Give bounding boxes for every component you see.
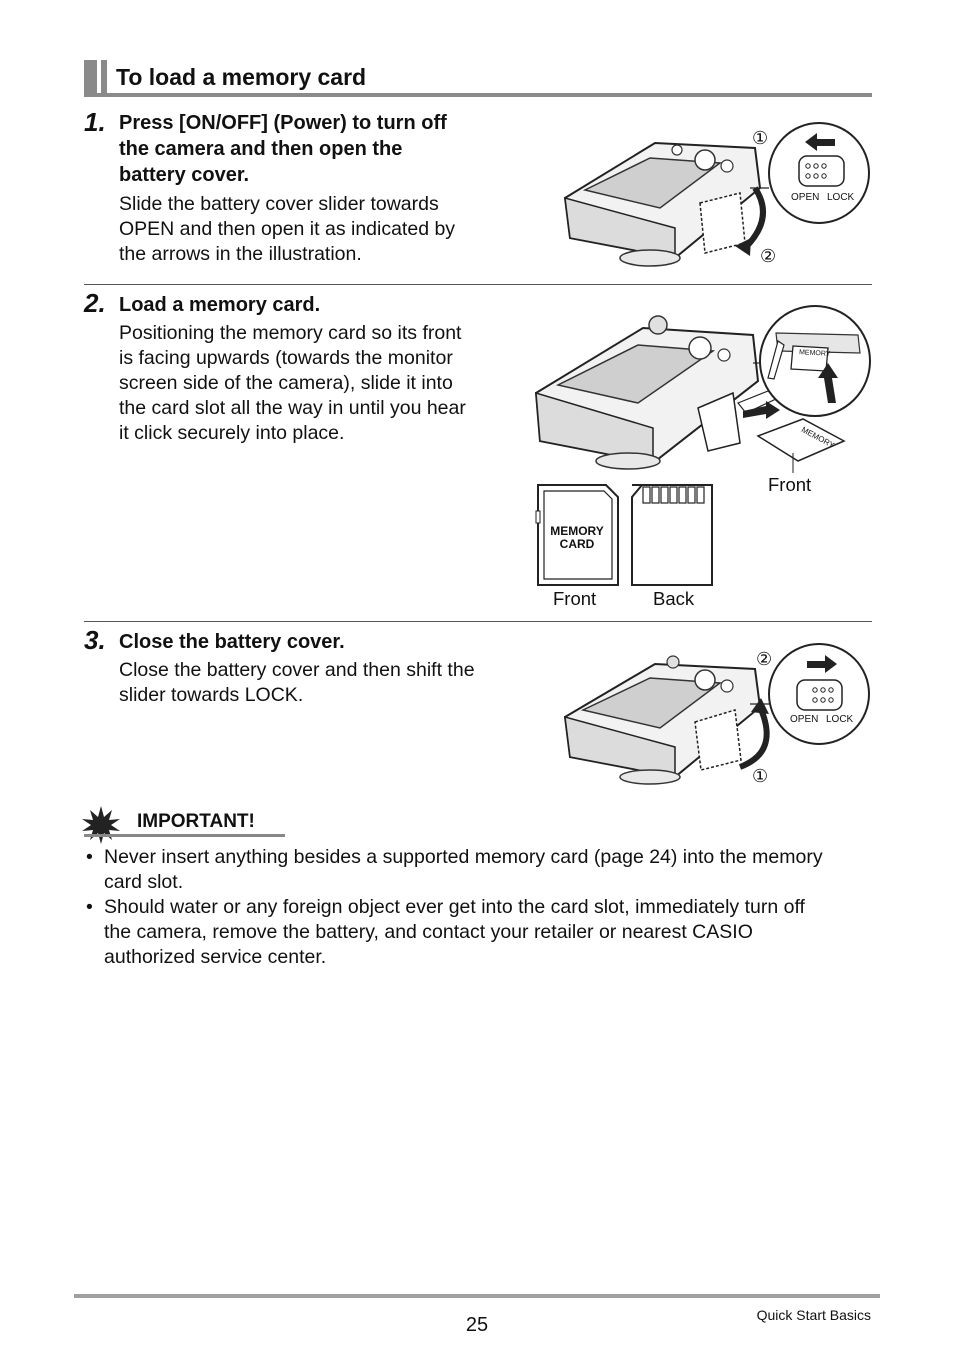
camera-open-cover-illustration: [563, 122, 870, 267]
step-2-text-line: Positioning the memory card so its front: [119, 322, 462, 344]
list-item: Should water or any foreign object ever …: [84, 895, 874, 970]
step-1-lock-label: LOCK: [827, 192, 855, 203]
card-text-line: CARD: [559, 537, 595, 551]
step-1-number: 1.: [84, 107, 106, 137]
step-2-title: Load a memory card.: [119, 292, 320, 318]
step-1-marker-1: ①: [752, 128, 769, 148]
step-1-open-label: OPEN: [791, 192, 820, 203]
camera-close-cover-illustration: [563, 643, 870, 785]
memory-card-front-illustration: [535, 484, 619, 586]
important-burst-icon: [82, 806, 120, 844]
card-back-label: Back: [653, 588, 695, 609]
bullet-line: Never insert anything besides a supporte…: [104, 846, 823, 868]
footer-rule: [74, 1294, 880, 1298]
step-1-text-line: the arrows in the illustration.: [119, 243, 362, 265]
step-3-title: Close the battery cover.: [119, 629, 345, 655]
bullet-line: authorized service center.: [104, 946, 327, 968]
step-2-text-line: is facing upwards (towards the monitor: [119, 347, 453, 369]
step-3-text-line: slider towards LOCK.: [119, 684, 304, 706]
card-front-label: Front: [553, 588, 597, 609]
step-1-title: Press [ON/OFF] (Power) to turn off the c…: [119, 110, 447, 188]
bullet-line: Should water or any foreign object ever …: [104, 896, 805, 918]
step-3-marker-2: ②: [756, 649, 773, 669]
step-1-title-line: battery cover.: [119, 164, 250, 186]
memory-card-front-text: MEMORY CARD: [540, 525, 614, 551]
bullet-line: the camera, remove the battery, and cont…: [104, 921, 753, 943]
memory-card-back-illustration: [631, 484, 713, 586]
step-1-text-line: OPEN and then open it as indicated by: [119, 218, 456, 240]
step-2-text-line: screen side of the camera), slide it int…: [119, 372, 453, 394]
step-1-title-line: the camera and then open the: [119, 138, 403, 160]
important-bullet-list: Never insert anything besides a supporte…: [84, 845, 874, 970]
section-header-rule: [84, 93, 872, 97]
step-3-title-line: Close the battery cover.: [119, 631, 345, 653]
footer-section-name: Quick Start Basics: [756, 1307, 871, 1323]
section-header-bar: [84, 60, 97, 96]
step-3-open-label: OPEN: [790, 714, 819, 725]
important-label: IMPORTANT!: [137, 811, 255, 832]
important-rule: [84, 834, 285, 837]
section-title: To load a memory card: [116, 64, 367, 90]
step-2-number: 2.: [84, 288, 106, 318]
list-item: Never insert anything besides a supporte…: [84, 845, 874, 895]
step-3-number: 3.: [84, 625, 106, 655]
step-divider: [84, 621, 872, 622]
step-3-text: Close the battery cover and then shift t…: [119, 658, 475, 708]
step-1-text: Slide the battery cover slider towards O…: [119, 192, 455, 267]
step-divider: [84, 284, 872, 285]
step-1-marker-2: ②: [760, 246, 777, 266]
step-2-text-line: the card slot all the way in until you h…: [119, 397, 466, 419]
page-number: 25: [465, 1314, 489, 1336]
camera-insert-card-illustration: [534, 305, 871, 473]
step-1-text-line: Slide the battery cover slider towards: [119, 193, 439, 215]
card-text-line: MEMORY: [550, 524, 604, 538]
step-2-title-line: Load a memory card.: [119, 294, 321, 316]
section-header-bar: [101, 60, 107, 96]
callout-card-text: MEMORY: [798, 349, 831, 358]
bullet-line: card slot.: [104, 871, 184, 893]
step-2-text-line: it click securely into place.: [119, 422, 345, 444]
step-2-text: Positioning the memory card so its front…: [119, 321, 466, 446]
callout-front-label: Front: [768, 474, 812, 495]
step-1-title-line: Press [ON/OFF] (Power) to turn off: [119, 112, 447, 134]
step-3-marker-1: ①: [752, 766, 769, 786]
step-3-text-line: Close the battery cover and then shift t…: [119, 659, 475, 681]
step-3-lock-label: LOCK: [826, 714, 854, 725]
